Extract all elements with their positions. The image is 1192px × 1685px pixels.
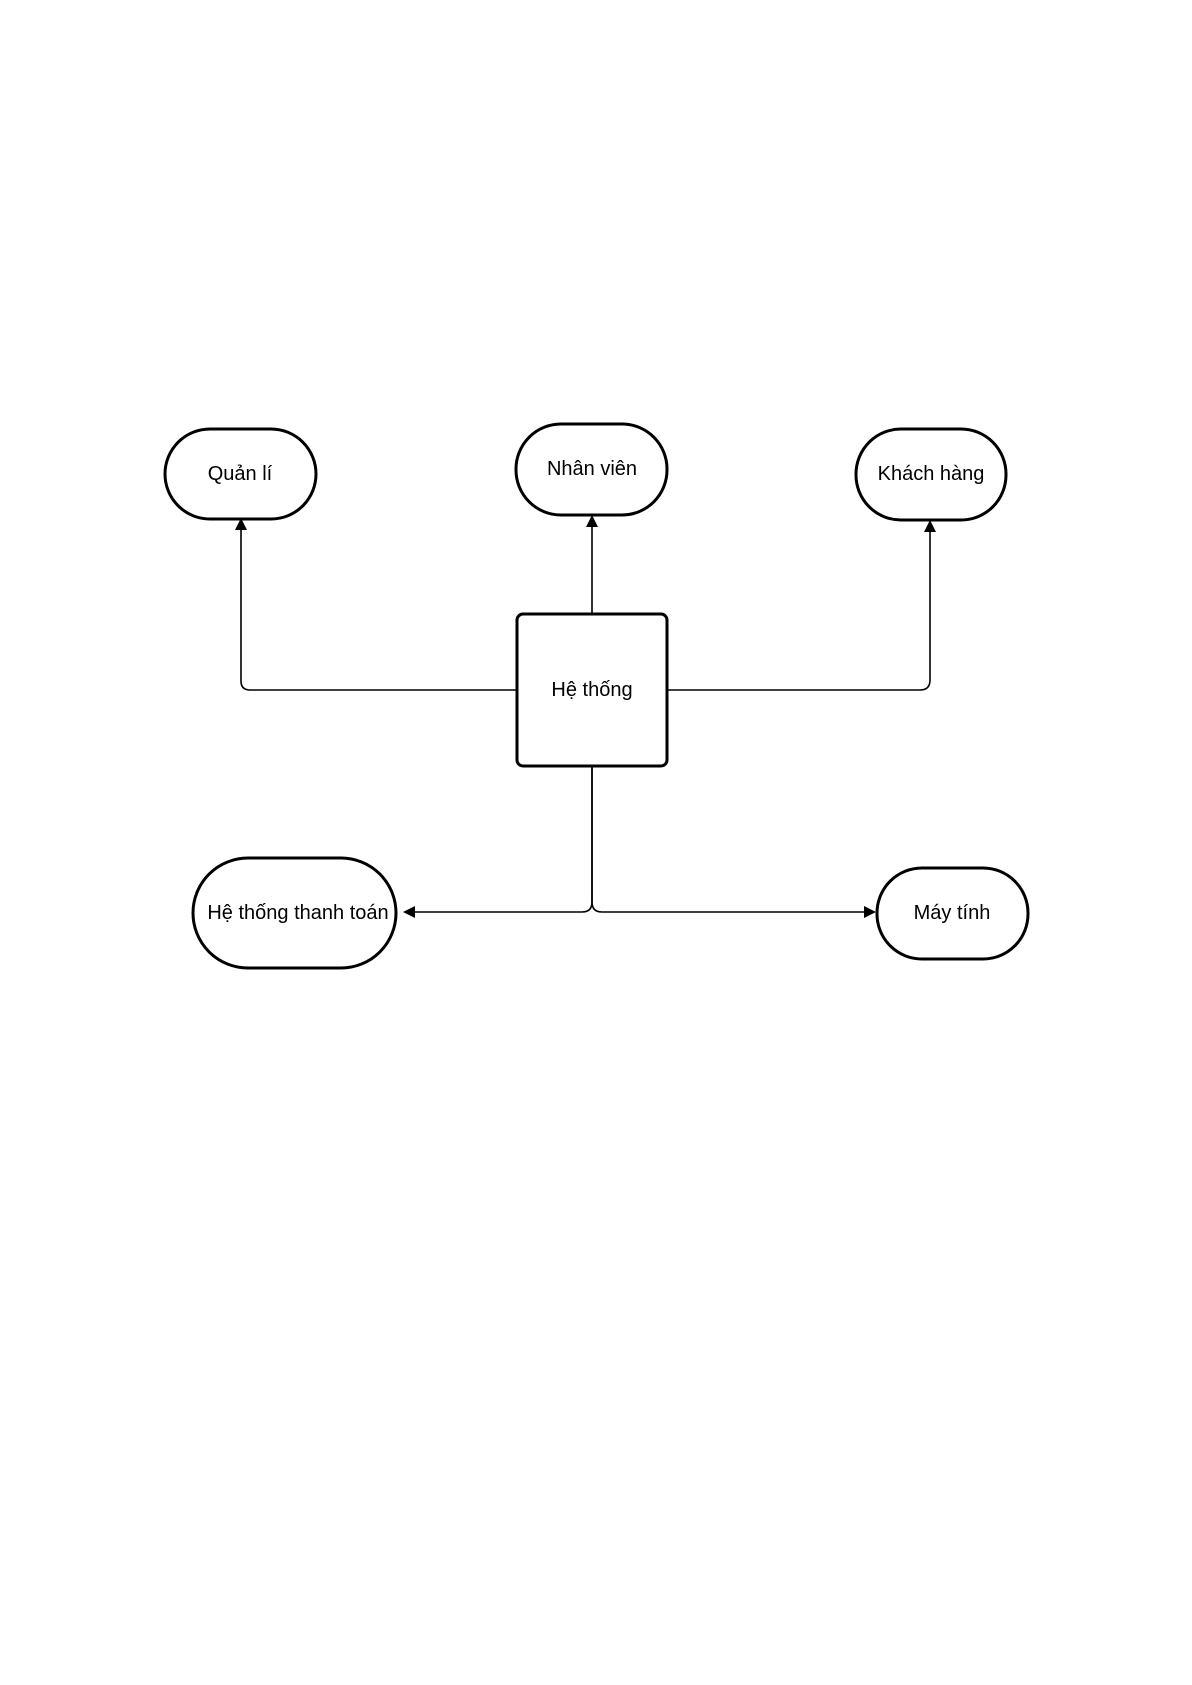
node-nhan-vien: Nhân viên bbox=[516, 424, 667, 515]
node-quan-li-label: Quản lí bbox=[208, 463, 273, 485]
node-khach-hang: Khách hàng bbox=[856, 429, 1006, 520]
node-he-thong-label: Hệ thống bbox=[551, 679, 632, 701]
edge-center-to-may-tinh bbox=[592, 766, 868, 912]
arrowhead-he-thong-thanh-toan bbox=[403, 906, 415, 918]
node-may-tinh-label: Máy tính bbox=[914, 902, 991, 924]
node-he-thong: Hệ thống bbox=[517, 614, 667, 766]
arrowhead-may-tinh bbox=[864, 906, 876, 918]
node-he-thong-thanh-toan-label: Hệ thống thanh toán bbox=[207, 902, 388, 924]
edge-center-to-quan-li bbox=[241, 526, 518, 690]
edge-center-to-he-thong-thanh-toan bbox=[411, 766, 592, 912]
node-nhan-vien-label: Nhân viên bbox=[547, 458, 637, 480]
arrowhead-nhan-vien bbox=[586, 515, 598, 527]
arrowhead-khach-hang bbox=[924, 520, 936, 532]
node-he-thong-thanh-toan: Hệ thống thanh toán bbox=[193, 858, 396, 968]
node-quan-li: Quản lí bbox=[165, 429, 316, 519]
node-khach-hang-label: Khách hàng bbox=[878, 463, 985, 485]
edge-center-to-khach-hang bbox=[667, 528, 930, 690]
node-may-tinh: Máy tính bbox=[877, 868, 1028, 959]
